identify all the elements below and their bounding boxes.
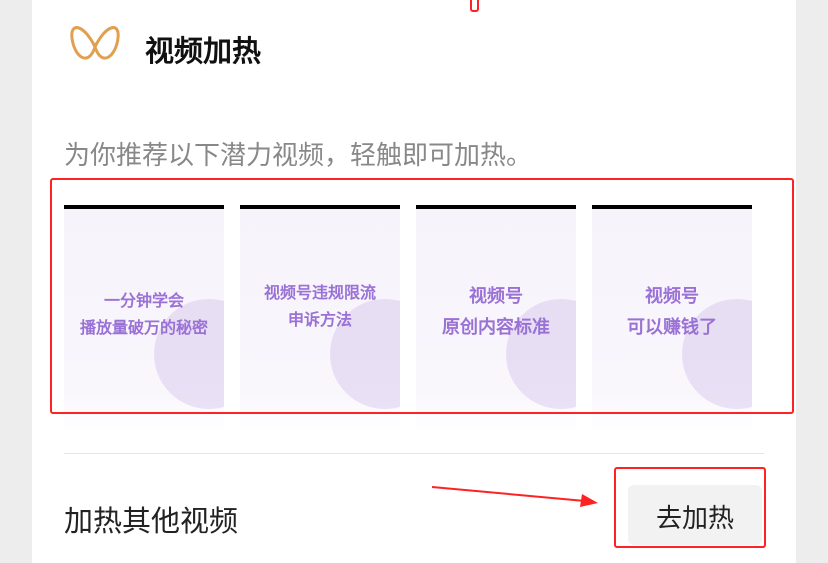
divider — [64, 453, 764, 454]
video-thumbnail[interactable]: 一分钟学会播放量破万的秘密 — [64, 205, 224, 434]
video-thumbnail[interactable]: 视频号原创内容标准 — [416, 205, 576, 434]
video-title-line: 申诉方法 — [287, 310, 352, 329]
recommend-subtitle: 为你推荐以下潜力视频，轻触即可加热。 — [64, 141, 533, 171]
annotation-box-button — [614, 467, 766, 548]
video-title-line: 原创内容标准 — [442, 317, 550, 338]
video-title-line: 播放量破万的秘密 — [79, 318, 208, 337]
boost-other-label: 加热其他视频 — [64, 504, 239, 538]
video-thumbnail[interactable]: 视频号可以赚钱了 — [592, 205, 752, 434]
video-title-line: 可以赚钱了 — [627, 317, 717, 338]
video-title-line: 一分钟学会 — [103, 291, 184, 310]
annotation-mark — [470, 0, 479, 12]
go-boost-button[interactable]: 去加热 — [628, 485, 762, 545]
video-title-line: 视频号 — [645, 286, 699, 307]
video-title-line: 视频号 — [469, 286, 523, 307]
page-title: 视频加热 — [145, 34, 262, 68]
video-thumbnail[interactable]: 视频号违规限流申诉方法 — [240, 205, 400, 434]
annotation-box-videos — [50, 178, 794, 414]
video-title-line: 视频号违规限流 — [263, 283, 376, 302]
butterfly-logo-icon — [70, 26, 120, 60]
